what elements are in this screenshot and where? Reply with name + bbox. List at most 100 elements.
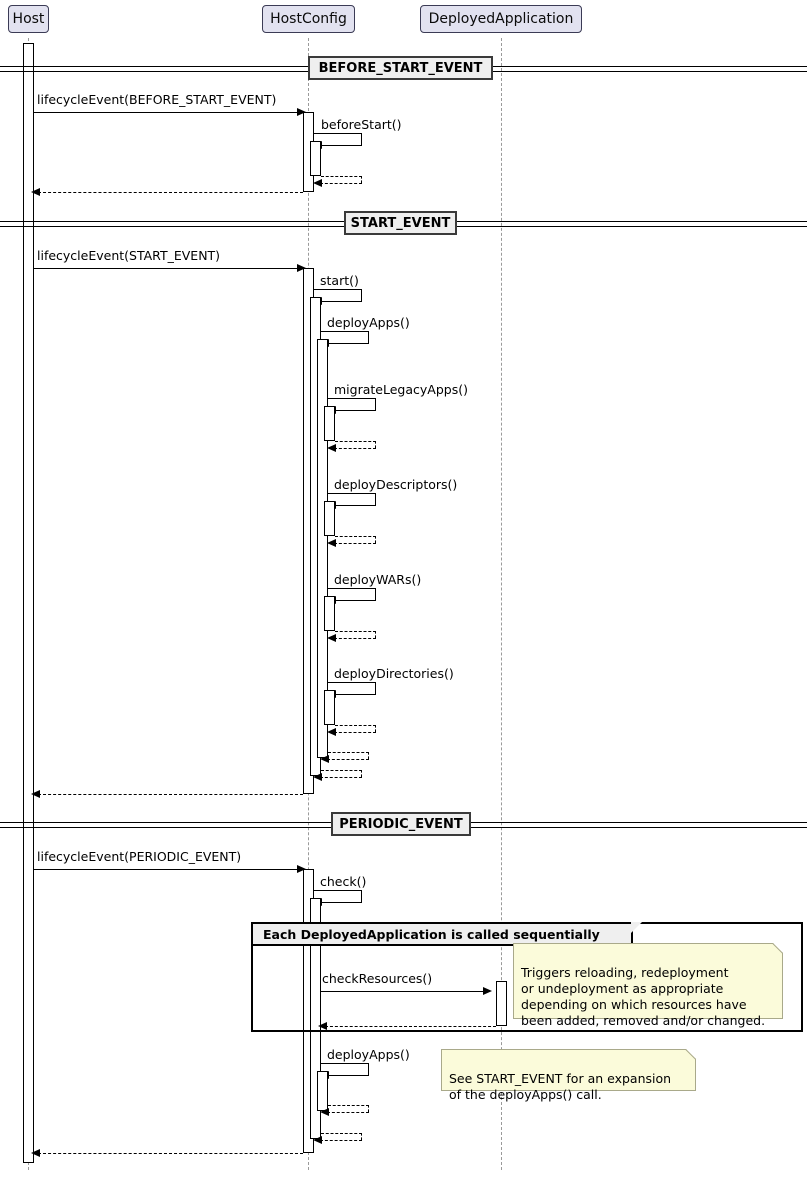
participant-deployedapplication[interactable]: DeployedApplication bbox=[420, 5, 582, 33]
self-line-migrate-top bbox=[328, 398, 376, 399]
return-line-checkresources bbox=[325, 1026, 496, 1027]
message-arrowhead-lifecycle-start bbox=[297, 263, 306, 272]
lifeline-deployedapplication bbox=[501, 38, 502, 1170]
group-label-each-deployedapplication: Each DeployedApplication is called seque… bbox=[253, 922, 642, 946]
self-return-line-directories-right bbox=[375, 725, 376, 732]
self-line-directories-top bbox=[328, 682, 376, 683]
return-line-before-start bbox=[38, 192, 303, 193]
note-text: Triggers reloading, redeployment or unde… bbox=[521, 965, 766, 1028]
self-line-check-bottom bbox=[320, 902, 362, 903]
divider-start-event: START_EVENT bbox=[344, 211, 457, 235]
self-return-line-check-bottom bbox=[320, 1140, 362, 1141]
message-arrowhead-checkresources bbox=[483, 986, 492, 995]
self-return-line-migrate-bottom bbox=[334, 448, 376, 449]
self-return-line-descriptors-top bbox=[335, 536, 376, 537]
self-return-line-descriptors-bottom bbox=[334, 543, 376, 544]
self-line-deployapps-bottom bbox=[327, 343, 369, 344]
self-return-line-descriptors-right bbox=[375, 536, 376, 543]
activation-hostconfig-wars bbox=[324, 596, 335, 631]
self-line-deployapps-periodic-top bbox=[321, 1063, 369, 1064]
self-return-line-deployapps-periodic-right bbox=[368, 1105, 369, 1112]
divider-before-start-event: BEFORE_START_EVENT bbox=[308, 56, 493, 80]
message-label-lifecycle-periodic: lifecycleEvent(PERIODIC_EVENT) bbox=[37, 849, 242, 864]
participant-host-label: Host bbox=[12, 11, 45, 27]
message-label-lifecycle-before-start: lifecycleEvent(BEFORE_START_EVENT) bbox=[37, 92, 277, 107]
self-line-directories-bottom bbox=[334, 694, 376, 695]
self-line-start-right bbox=[361, 289, 362, 301]
message-arrowhead-lifecycle-before-start bbox=[297, 107, 306, 116]
message-label-check: check() bbox=[320, 874, 367, 889]
activation-host bbox=[23, 43, 34, 1163]
self-return-arrowhead-wars bbox=[327, 633, 336, 642]
note-checkresources: Triggers reloading, redeployment or unde… bbox=[513, 943, 783, 1028]
self-line-migrate-bottom bbox=[334, 410, 376, 411]
self-return-arrowhead-directories bbox=[327, 727, 336, 736]
self-return-line-deployapps-periodic-bottom bbox=[327, 1112, 369, 1113]
participant-hostconfig[interactable]: HostConfig bbox=[262, 5, 355, 33]
return-arrowhead-start-event bbox=[31, 789, 40, 798]
message-label-lifecycle-start: lifecycleEvent(START_EVENT) bbox=[37, 248, 221, 263]
message-label-start: start() bbox=[320, 273, 359, 288]
message-arrowhead-lifecycle-periodic bbox=[297, 864, 306, 873]
self-return-line-beforestart-right bbox=[361, 176, 362, 183]
self-return-line-start-top bbox=[321, 770, 362, 771]
self-return-line-wars-right bbox=[375, 631, 376, 638]
note-text: See START_EVENT for an expansion of the … bbox=[449, 1071, 672, 1102]
group-box-each-deployedapplication bbox=[251, 922, 803, 1032]
self-line-start-top bbox=[314, 289, 362, 290]
self-line-descriptors-right bbox=[375, 493, 376, 505]
self-return-line-directories-bottom bbox=[334, 732, 376, 733]
message-label-checkresources: checkResources() bbox=[322, 971, 433, 986]
message-label-deploydirectories: deployDirectories() bbox=[334, 666, 454, 681]
message-line-lifecycle-periodic bbox=[34, 869, 299, 870]
self-line-beforestart-top bbox=[314, 133, 362, 134]
activation-hostconfig-directories bbox=[324, 690, 335, 725]
message-label-deploydescriptors: deployDescriptors() bbox=[334, 477, 458, 492]
message-label-beforestart: beforeStart() bbox=[321, 117, 402, 132]
note-deployapps: See START_EVENT for an expansion of the … bbox=[441, 1049, 696, 1102]
divider-label: START_EVENT bbox=[350, 215, 451, 231]
activation-hostconfig-descriptors bbox=[324, 501, 335, 536]
return-line-periodic-event bbox=[38, 1153, 303, 1154]
self-return-arrowhead-deployapps-periodic bbox=[320, 1107, 329, 1116]
self-return-line-migrate-top bbox=[335, 441, 376, 442]
activation-hostconfig-periodic-3 bbox=[317, 1071, 328, 1111]
self-return-line-deployapps-top bbox=[328, 752, 369, 753]
self-line-descriptors-top bbox=[328, 493, 376, 494]
self-return-arrowhead-migrate bbox=[327, 443, 336, 452]
self-return-arrowhead-beforestart bbox=[313, 178, 322, 187]
self-line-beforestart-right bbox=[361, 133, 362, 145]
message-label-migratelegacyapps: migrateLegacyApps() bbox=[334, 382, 468, 397]
self-line-deployapps-top bbox=[321, 331, 369, 332]
self-return-line-migrate-right bbox=[375, 441, 376, 448]
self-return-line-wars-top bbox=[335, 631, 376, 632]
self-line-deployapps-right bbox=[368, 331, 369, 343]
self-line-beforestart-bottom bbox=[320, 145, 362, 146]
self-line-check-right bbox=[361, 890, 362, 902]
self-line-migrate-right bbox=[375, 398, 376, 410]
self-return-line-beforestart-bottom bbox=[320, 183, 362, 184]
self-line-descriptors-bottom bbox=[334, 505, 376, 506]
return-line-start-event bbox=[38, 794, 303, 795]
self-return-arrowhead-check bbox=[313, 1135, 322, 1144]
activation-deployedapplication bbox=[496, 981, 507, 1026]
self-return-line-check-top bbox=[321, 1133, 362, 1134]
self-return-arrowhead-deployapps bbox=[320, 754, 329, 763]
self-line-wars-right bbox=[375, 588, 376, 600]
message-line-checkresources bbox=[321, 991, 484, 992]
return-arrowhead-checkresources bbox=[318, 1021, 327, 1030]
self-line-deployapps-periodic-right bbox=[368, 1063, 369, 1075]
message-label-deploywars: deployWARs() bbox=[334, 572, 422, 587]
self-line-start-bottom bbox=[320, 301, 362, 302]
self-line-check-top bbox=[314, 890, 362, 891]
self-return-line-wars-bottom bbox=[334, 638, 376, 639]
self-return-line-start-right bbox=[361, 770, 362, 777]
participant-host[interactable]: Host bbox=[8, 5, 49, 33]
self-return-line-directories-top bbox=[335, 725, 376, 726]
self-return-arrowhead-descriptors bbox=[327, 538, 336, 547]
self-return-line-deployapps-periodic-top bbox=[328, 1105, 369, 1106]
self-return-line-beforestart-top bbox=[321, 176, 362, 177]
message-label-deployapps-start: deployApps() bbox=[327, 315, 410, 330]
self-return-line-deployapps-right bbox=[368, 752, 369, 759]
